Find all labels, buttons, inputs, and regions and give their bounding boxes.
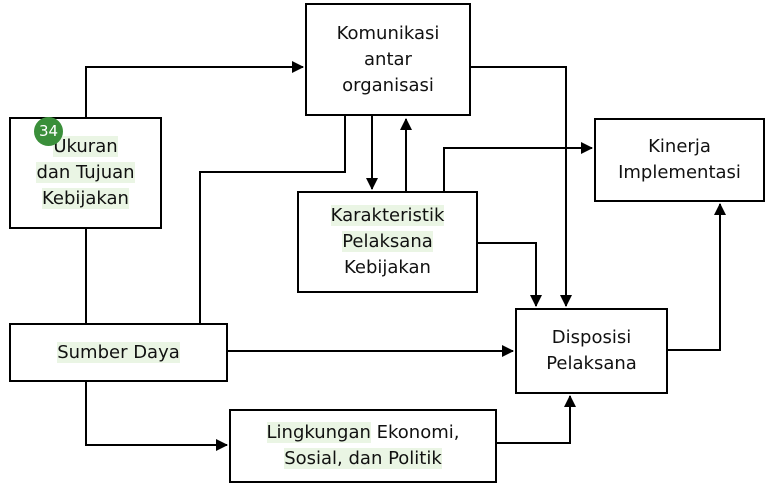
arrow-sumber-daya-to-lingkungan [85,382,228,451]
arrow-komunikasi-to-disposisi [471,66,572,307]
ukuran-line-3: Kebijakan [41,188,129,209]
lingkungan-box: Lingkungan Ekonomi, Sosial, dan Politik [229,409,497,483]
karakteristik-line-2: Pelaksana [342,231,433,252]
komunikasi-line-2: antar [364,48,412,70]
arrow-lingkungan-to-disposisi [497,395,576,444]
karakteristik-pelaksana-box: Karakteristik Pelaksana Kebijakan [297,191,478,293]
sumber-daya-box: Sumber Daya [9,323,228,382]
ukuran-line-1: Ukuran [53,136,118,157]
line-komunikasi-to-sumber-daya [199,116,346,323]
arrow-karakteristik-to-disposisi [478,242,542,307]
komunikasi-line-3: organisasi [342,74,434,96]
komunikasi-antar-organisasi-box: Komunikasi antar organisasi [305,3,471,116]
arrow-disposisi-to-kinerja [668,203,726,351]
karakteristik-line-1: Karakteristik [330,205,445,226]
sumber-daya-label: Sumber Daya [57,341,180,363]
lingkungan-line-1-rest: Ekonomi, [370,422,460,443]
kinerja-implementasi-box: Kinerja Implementasi [594,118,765,202]
disposisi-pelaksana-box: Disposisi Pelaksana [515,308,668,394]
karakteristik-line-3: Kebijakan [343,257,431,278]
arrow-karakteristik-to-kinerja [443,142,593,191]
ukuran-line-2: dan Tujuan [36,162,135,183]
arrow-ukuran-to-komunikasi [85,61,304,117]
annotation-count-badge[interactable]: 34 [34,117,63,146]
lingkungan-line-2: Sosial, dan Politik [284,448,442,469]
komunikasi-line-1: Komunikasi [336,22,440,44]
kinerja-line-1: Kinerja [648,136,711,157]
kinerja-line-2: Implementasi [618,162,741,183]
lingkungan-highlight-word: Lingkungan [266,422,371,443]
disposisi-line-2: Pelaksana [546,353,637,374]
disposisi-line-1: Disposisi [551,327,632,348]
ukuran-tujuan-kebijakan-box: Ukuran dan Tujuan Kebijakan [9,117,162,229]
